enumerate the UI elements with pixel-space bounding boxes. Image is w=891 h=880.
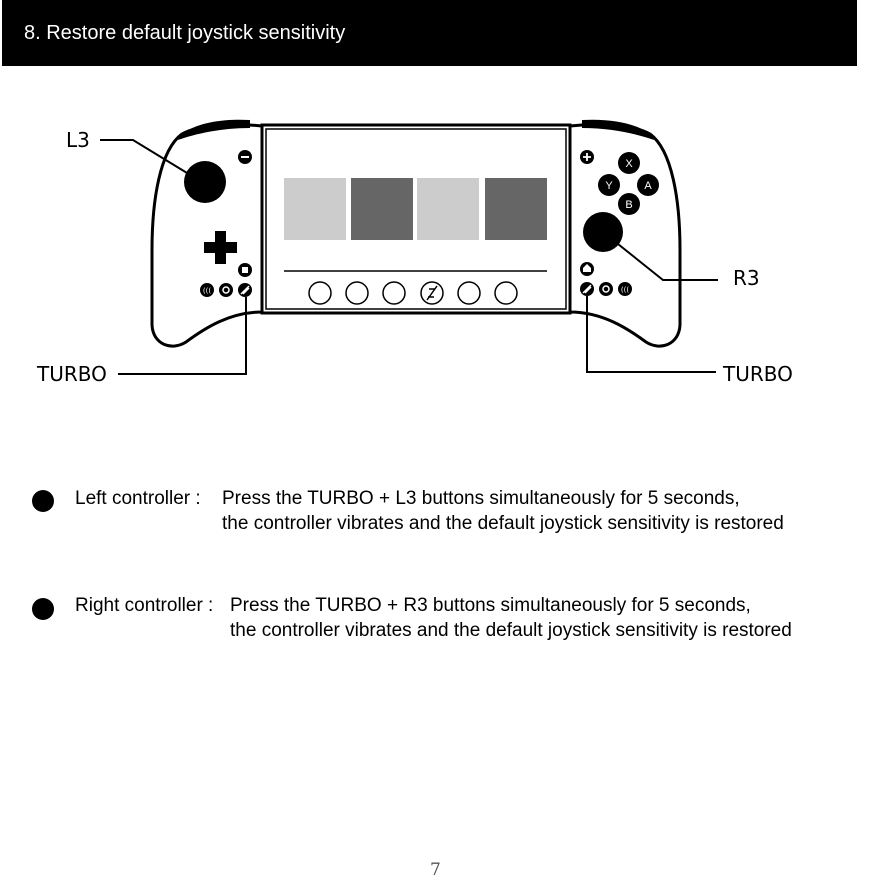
page-number: 7 (430, 860, 441, 880)
screen-tile (485, 178, 547, 240)
dpad-icon (204, 231, 237, 264)
screen-slot (494, 281, 518, 305)
turbo-left-label: TURBO (37, 362, 107, 386)
bullet-right-controller (32, 598, 54, 620)
plus-icon (583, 153, 591, 161)
x-button (618, 152, 640, 174)
section-header: 8. Restore default joystick sensitivity (2, 0, 857, 66)
left-controller-line2: the controller vibrates and the default … (222, 513, 784, 534)
left-controller-label: Left controller : (75, 488, 201, 509)
gear-icon (602, 285, 610, 293)
gear-icon (222, 286, 230, 294)
vibration-icon: ((( (621, 286, 629, 294)
right-shoulder-bumper (582, 119, 654, 140)
bullet-left-controller (32, 490, 54, 512)
right-settings-button (599, 282, 613, 296)
screen-slot (457, 281, 481, 305)
left-settings-button (219, 283, 233, 297)
r3-leader-line (612, 239, 718, 281)
capture-icon (242, 267, 248, 273)
screen-slot (382, 281, 406, 305)
vibration-icon: ((( (203, 287, 211, 295)
turbo-right-label: TURBO (723, 362, 793, 386)
screen-slot (345, 281, 369, 305)
r3-label: R3 (733, 266, 760, 290)
left-joystick-l3 (184, 161, 226, 203)
turbo-left-leader-line (118, 297, 247, 375)
controller-diagram: ((( X Y A B ((( (100, 119, 718, 375)
left-shoulder-bumper (178, 119, 250, 140)
l3-label: L3 (66, 128, 90, 152)
right-controller-label: Right controller : (75, 595, 214, 616)
left-vibration-button (200, 283, 214, 297)
a-button-label: A (644, 180, 652, 192)
turbo-icon (582, 284, 592, 294)
left-controller-line1: Press the TURBO + L3 buttons simultaneou… (222, 488, 740, 509)
l3-leader-line (100, 139, 193, 177)
home-icon (583, 264, 591, 272)
right-controller-line1: Press the TURBO + R3 buttons simultaneou… (230, 595, 751, 616)
screen-tile (417, 178, 479, 240)
section-title: 8. Restore default joystick sensitivity (24, 22, 346, 44)
switch-logo-mark (426, 285, 438, 301)
turbo-icon (240, 285, 250, 295)
y-button (598, 174, 620, 196)
minus-icon (241, 156, 249, 158)
turbo-right-leader-line (586, 296, 716, 373)
right-vibration-button (618, 282, 632, 296)
screen-tile (351, 178, 413, 240)
b-button (618, 193, 640, 215)
screen-tile (284, 178, 346, 240)
y-button-label: Y (605, 180, 613, 192)
a-button (637, 174, 659, 196)
x-button-label: X (625, 158, 633, 170)
right-controller-line2: the controller vibrates and the default … (230, 620, 792, 641)
right-joystick-r3 (583, 212, 623, 252)
b-button-label: B (625, 199, 632, 211)
screen-slot (308, 281, 332, 305)
